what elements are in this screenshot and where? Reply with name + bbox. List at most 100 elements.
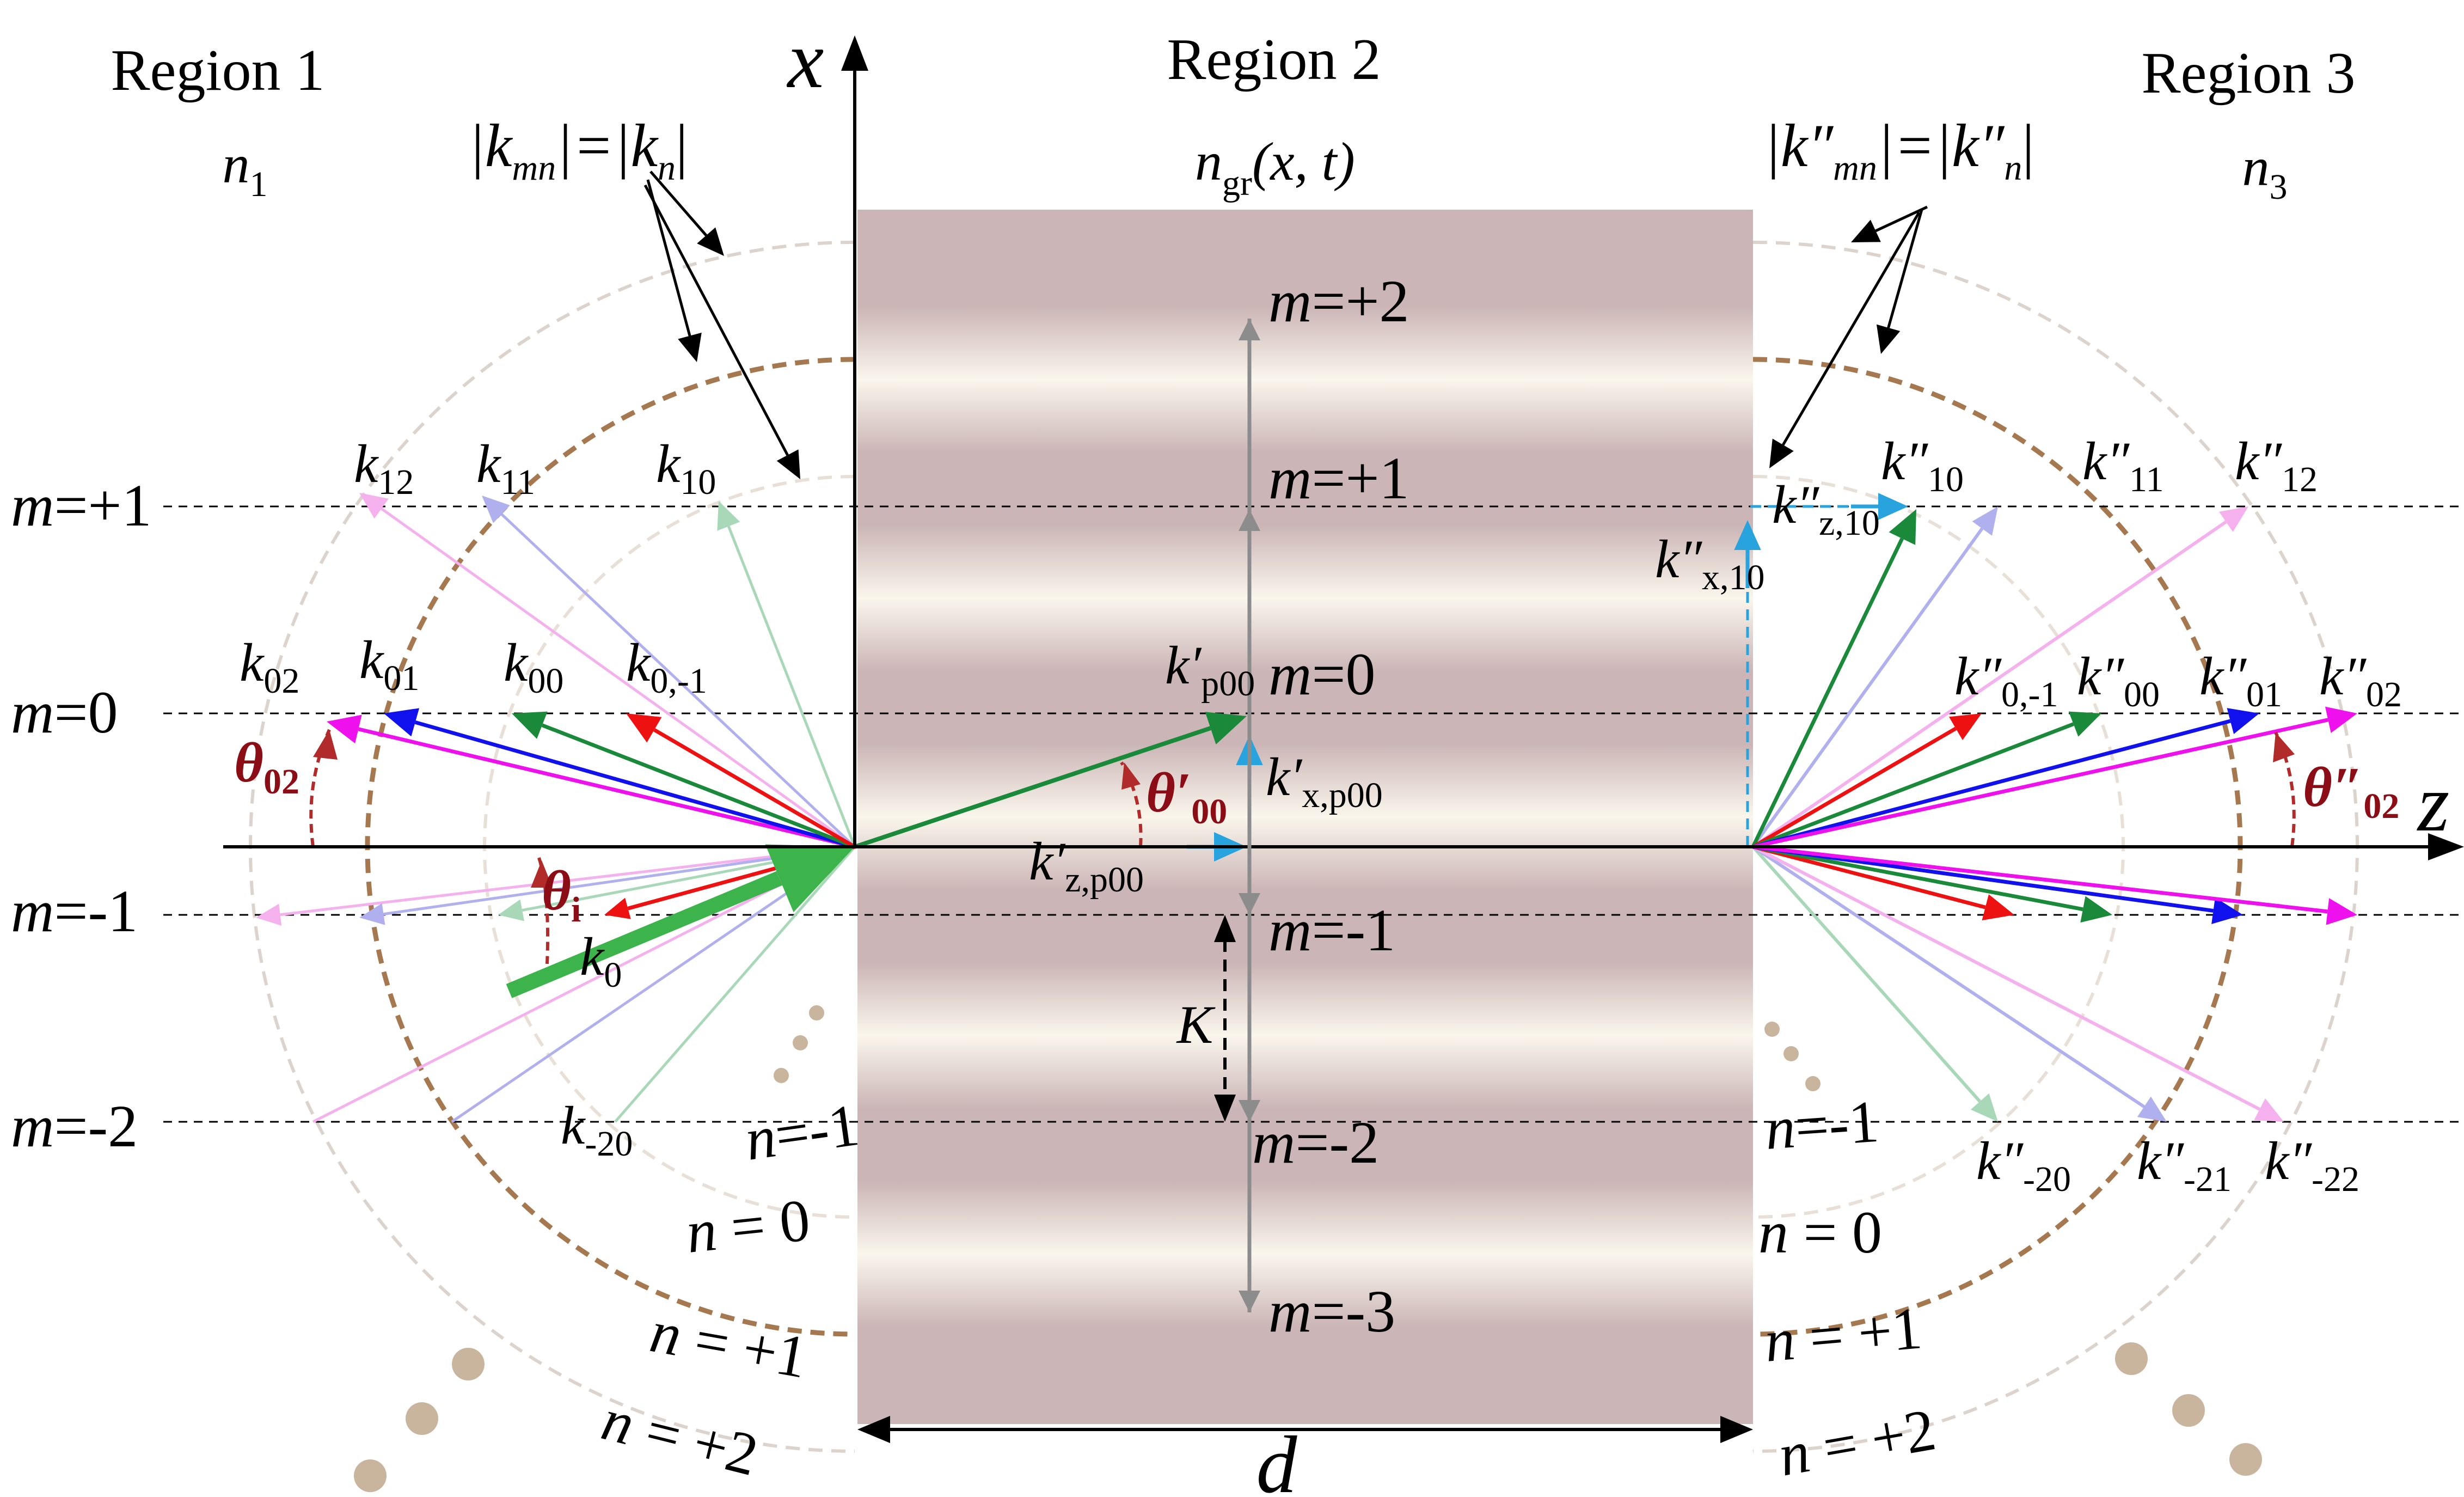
eq-right-pointer-1-head — [1851, 219, 1881, 242]
kp00-arrow-shaft — [854, 726, 1211, 849]
kx10pp-label-main: k″ — [1655, 529, 1702, 589]
k-21pp-label-sub: -21 — [2184, 1159, 2232, 1199]
k-22pp-arrow-head — [2254, 1098, 2284, 1122]
k12pp-arrow — [1752, 506, 2248, 848]
k0m1pp-label: k″0,-1 — [1954, 646, 2058, 714]
ellipsis-dot — [809, 1005, 824, 1021]
k10pp-label-main: k″ — [1881, 431, 1928, 491]
theta00p-label: θ′00 — [1146, 761, 1227, 832]
k11pp-label-main: k″ — [2082, 431, 2130, 491]
k00pp-arrow-head — [2068, 711, 2101, 737]
k-21pp-arrow — [1752, 845, 2167, 1122]
k02pp-label: k″02 — [2319, 646, 2402, 714]
k0m1-reflect-head — [604, 897, 631, 919]
m-label-0: m=0 — [11, 679, 118, 746]
k-20-label-sub: -20 — [585, 1124, 633, 1164]
k-20pp-arrow-shaft — [1751, 846, 1981, 1103]
grating-period-label: K — [1176, 994, 1216, 1055]
k01-label: k01 — [359, 630, 419, 698]
eq-left-pointer-2-head — [678, 332, 702, 362]
ellipsis-dot — [406, 1402, 438, 1435]
eq-right-pointer-1 — [1851, 205, 1928, 242]
k10-arrow — [717, 501, 856, 847]
k00pp-reflect-shaft — [1752, 845, 2083, 912]
center-tick-minus2 — [1239, 1100, 1260, 1122]
kx10pp-arrow — [1734, 520, 1761, 588]
kp00-arrow-head — [1205, 712, 1247, 745]
k-22pp-arrow — [1752, 845, 2284, 1122]
k-20-label-main: k — [561, 1095, 586, 1156]
k11pp-arrow — [1751, 506, 1998, 848]
theta00p-label-sub: 00 — [1191, 792, 1227, 832]
theta02pp-head — [2273, 732, 2295, 762]
k01pp-label-sub: 01 — [2246, 675, 2282, 714]
region-3-title: Region 3 — [2142, 41, 2356, 106]
center-tick-minus3 — [1239, 1291, 1260, 1312]
k02pp-reflect-shaft — [1752, 845, 2328, 914]
k02pp-arrow-head — [2325, 706, 2357, 734]
theta00p-label-main: θ′ — [1146, 761, 1191, 824]
k01pp-label-main: k″ — [2199, 646, 2247, 706]
kzp00-label: k′z,p00 — [1029, 831, 1144, 900]
k-20pp-label: k″-20 — [1976, 1131, 2071, 1199]
ellipsis-dot — [2115, 1342, 2148, 1375]
x-axis-label: x — [787, 15, 824, 105]
kz10pp-label-main: k″ — [1772, 474, 1819, 535]
eq-right-pointer-1-shaft — [1875, 205, 1928, 233]
grating-period-arrowhead-top — [1214, 915, 1236, 942]
k0m1pp-arrow-shaft — [1752, 726, 1957, 849]
ellipsis-dot — [354, 1459, 387, 1492]
k02pp-arrow — [1752, 706, 2357, 849]
thetai-label-sub: i — [571, 890, 581, 930]
kp00-label-sub: p00 — [1201, 664, 1255, 704]
center-order-ticks — [1239, 319, 1260, 1312]
eq-left-pointer-3-head — [776, 449, 800, 479]
k1m3-arrow-head — [498, 899, 524, 921]
equation-left: |kmn|=|kn| — [468, 112, 688, 188]
center-m-labels: m=+2 m=+1 m=0 m=-1 m=-2 m=-3 — [1252, 268, 1409, 1345]
ellipsis-dot — [2172, 1394, 2205, 1427]
kzp00-label-sub: z,p00 — [1065, 860, 1144, 900]
k01pp-reflect-head — [2211, 897, 2243, 924]
thickness-arrowhead-right — [1720, 1416, 1753, 1443]
k0m1-arrow — [626, 713, 856, 849]
k01pp-reflect — [1752, 845, 2243, 924]
k00pp-label: k″00 — [2077, 646, 2160, 714]
n-label-left-plus1: n = +1 — [646, 1298, 812, 1390]
k12-arrow-head — [359, 493, 389, 519]
thickness-label: d — [1256, 1420, 1298, 1497]
kz10pp-label-sub: z,10 — [1819, 503, 1880, 543]
k0m1pp-arrow — [1752, 713, 1982, 849]
kxp00-label: k′x,p00 — [1266, 747, 1383, 815]
k00pp-arrow-shaft — [1752, 722, 2074, 849]
m-label-minus2: m=-2 — [11, 1093, 138, 1159]
theta00p-head — [1121, 762, 1141, 790]
k-21pp-label: k″-21 — [2137, 1131, 2232, 1199]
ellipsis-dot — [1805, 1076, 1821, 1091]
kp00-label: k′p00 — [1165, 635, 1255, 704]
ellipsis-dot — [2229, 1443, 2262, 1476]
ellipsis-dot — [1764, 1022, 1780, 1037]
x-axis-arrowhead — [841, 35, 868, 71]
k0-incident-arrow-head — [765, 844, 855, 913]
k10-arrow-shaft — [727, 526, 856, 847]
k00-label: k00 — [504, 632, 563, 701]
k12-label-sub: 12 — [378, 462, 414, 502]
theta02-label-main: θ — [234, 731, 263, 794]
eq-left-pointer-3-shaft — [643, 184, 789, 456]
k11-label-sub: 11 — [500, 462, 535, 502]
region-3-index: n3 — [2242, 137, 2288, 207]
k10-arrow-head — [717, 501, 740, 531]
n-label-right-plus1: n = +1 — [1762, 1294, 1924, 1374]
center-tick-plus2 — [1239, 319, 1260, 340]
k0m1pp-label-sub: 0,-1 — [2001, 675, 2058, 714]
k00-arrow-shaft — [541, 723, 856, 849]
k-20pp-arrow-head — [1970, 1093, 1998, 1122]
k-22pp-arrow-shaft — [1752, 845, 2260, 1111]
k02pp-arrow-shaft — [1752, 718, 2329, 849]
thetai-arc — [537, 857, 549, 964]
n-labels-left: n=-1 n = 0 n = +1 n = +2 — [596, 1091, 863, 1488]
eq-right-pointer-3 — [1769, 211, 1921, 468]
k-21pp-arrow-head — [2137, 1096, 2167, 1122]
k10pp-arrow — [1751, 509, 1916, 848]
